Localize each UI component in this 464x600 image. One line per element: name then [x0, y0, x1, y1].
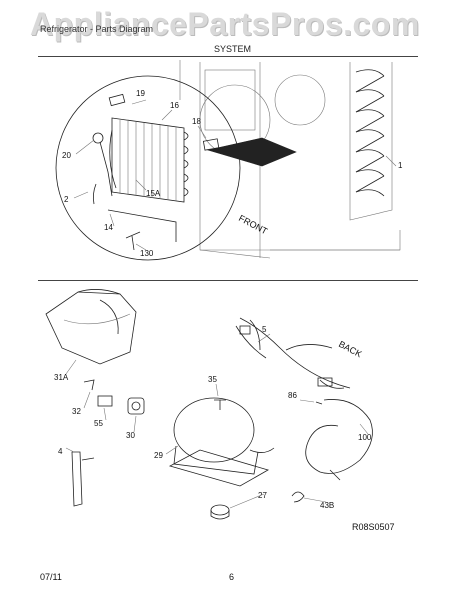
callout-32: 32: [72, 407, 81, 416]
vent-hatching: [206, 137, 297, 167]
drier-and-grommet: [71, 401, 323, 520]
callout-100: 100: [358, 433, 372, 442]
footer-date: 07/11: [40, 572, 62, 582]
callout-4: 4: [58, 447, 63, 456]
compressor: [168, 397, 275, 487]
callout-16: 16: [170, 101, 179, 110]
callout-35: 35: [208, 375, 217, 384]
wiring-harness: [235, 317, 351, 389]
callout-30: 30: [126, 431, 135, 440]
callouts-top: 19 16 18 20 15A 2 14 130 1 FRONT: [62, 89, 403, 258]
relay-and-capacitor: [83, 379, 145, 415]
callout-31a: 31A: [54, 373, 69, 382]
callout-19: 19: [136, 89, 145, 98]
watermark: AppliancePartsPros.com: [30, 6, 420, 42]
callouts-bottom: 31A 5 35 86 32 55 30 100 29 4 27 43B BAC…: [54, 325, 372, 510]
section-title: SYSTEM: [214, 44, 252, 54]
page-number: 6: [229, 572, 235, 582]
back-condenser: [355, 69, 385, 197]
evaporator-coil: [109, 117, 189, 203]
callout-43b: 43B: [320, 501, 334, 510]
callout-29: 29: [154, 451, 163, 460]
callout-15a: 15A: [146, 189, 161, 198]
drain-tube-and-parts: [92, 93, 220, 251]
overload-cover: [45, 289, 137, 365]
callout-86: 86: [288, 391, 297, 400]
callout-1: 1: [398, 161, 403, 170]
diagram-code: R08S0507: [352, 522, 395, 532]
callout-20: 20: [62, 151, 71, 160]
callout-130: 130: [140, 249, 154, 258]
callout-2: 2: [64, 195, 69, 204]
power-cord: [305, 399, 373, 481]
front-label: FRONT: [237, 213, 270, 237]
callout-14: 14: [104, 223, 113, 232]
top-rule: [38, 56, 418, 57]
callout-55: 55: [94, 419, 103, 428]
back-label: BACK: [337, 339, 363, 359]
callout-27: 27: [258, 491, 267, 500]
callout-18: 18: [192, 117, 201, 126]
header-category: Refrigerator - Parts Diagram: [40, 24, 154, 34]
detail-circle: [55, 75, 241, 261]
callout-5: 5: [262, 325, 267, 334]
middle-rule: [38, 280, 418, 281]
